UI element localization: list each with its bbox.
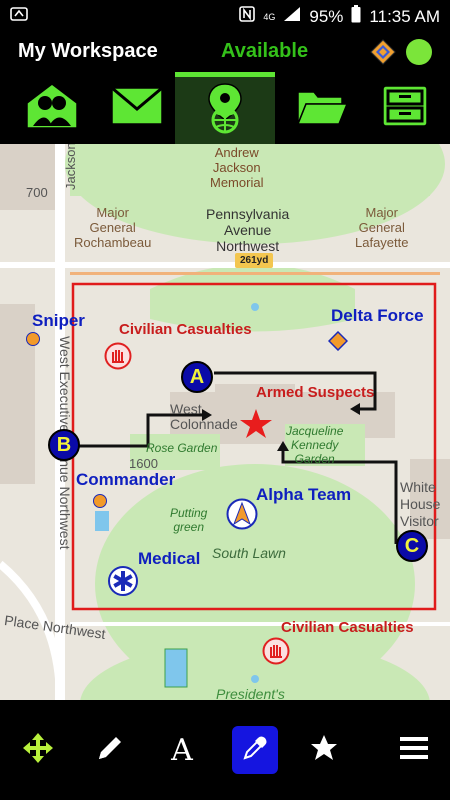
battery-percent: 95% (309, 6, 344, 26)
nfc-icon (239, 6, 256, 27)
notification-icon (10, 6, 28, 26)
eyedropper-icon (241, 734, 269, 767)
pennsylvania-avenue-label: Pennsylvania Avenue Northwest (206, 206, 290, 255)
address-1600-label: 1600 (129, 456, 158, 471)
clock: 11:35 AM (369, 6, 440, 26)
lafayette-label: Major General Lafayette (355, 205, 409, 250)
civilian-casualties-label-2[interactable]: Civilian Casualties (281, 619, 414, 636)
south-lawn-label: South Lawn (212, 545, 286, 561)
signal-icon (283, 6, 301, 27)
main-tab-bar (0, 72, 450, 144)
tab-cabinet[interactable] (372, 72, 438, 144)
eyedropper-tool-button[interactable] (232, 726, 278, 774)
pencil-tool-button[interactable] (88, 728, 132, 772)
menu-icon (399, 735, 429, 766)
presence-dot-icon[interactable] (406, 39, 432, 65)
waypoint-c-marker[interactable]: C (396, 530, 428, 562)
address-700-label: 700 (26, 185, 48, 200)
distance-scale: 261yd (235, 253, 274, 268)
text-tool-icon: A (171, 732, 193, 768)
commander-label[interactable]: Commander (76, 470, 176, 489)
map-location-icon (203, 82, 247, 139)
map-view[interactable]: Jackson Andrew Jackson Memorial Major Ge… (0, 144, 450, 700)
jackson-street-label: Jackson (63, 144, 78, 190)
commander-marker-icon[interactable] (93, 494, 107, 508)
tab-map[interactable] (175, 72, 275, 144)
contacts-icon (23, 81, 81, 136)
star-icon (309, 733, 339, 768)
app-header: My Workspace Available (0, 32, 450, 72)
putting-green-label: Putting green (170, 506, 208, 534)
move-tool-button[interactable] (16, 728, 60, 772)
armed-suspects-label[interactable]: Armed Suspects (256, 384, 375, 401)
waypoint-b-letter: B (56, 433, 72, 456)
menu-button[interactable] (392, 728, 436, 772)
medical-label[interactable]: Medical (138, 549, 201, 568)
star-tool-button[interactable] (302, 728, 346, 772)
cabinet-icon (381, 84, 429, 133)
andrew-jackson-memorial-label: Andrew Jackson Memorial (210, 145, 264, 190)
presidents-park-label: President's (216, 686, 285, 700)
rochambeau-label: Major General Rochambeau (74, 205, 152, 250)
network-badge: 4G (263, 11, 276, 22)
status-right: 4G 95% 11:35 AM (239, 5, 440, 28)
tab-contacts[interactable] (12, 72, 92, 144)
bottom-toolbar: A (0, 700, 450, 800)
rose-garden-label: Rose Garden (146, 441, 218, 455)
jacqueline-kennedy-garden-label: Jacqueline Kennedy Garden (286, 424, 344, 466)
delta-force-label[interactable]: Delta Force (331, 306, 424, 325)
battery-icon (351, 5, 361, 28)
waypoint-a-marker[interactable]: A (181, 361, 213, 393)
mail-icon (111, 86, 163, 130)
civilian-casualties-label-1[interactable]: Civilian Casualties (119, 321, 252, 338)
move-arrows-icon (20, 730, 56, 771)
alpha-team-label[interactable]: Alpha Team (256, 485, 352, 504)
text-tool-button[interactable]: A (160, 728, 204, 772)
waypoint-a-letter: A (189, 365, 205, 388)
workspace-title: My Workspace (18, 40, 158, 62)
pencil-icon (95, 733, 125, 768)
status-left (10, 6, 28, 26)
map-base-svg (0, 144, 450, 700)
tab-folder[interactable] (285, 72, 359, 144)
tab-mail[interactable] (100, 72, 174, 144)
status-bar: 4G 95% 11:35 AM (0, 0, 450, 32)
presence-status[interactable]: Available (221, 40, 309, 62)
sniper-marker-icon[interactable] (26, 332, 40, 346)
white-house-visitor-label: White House Visitor (400, 479, 441, 529)
diamond-status-icon[interactable] (370, 39, 396, 65)
waypoint-b-marker[interactable]: B (48, 429, 80, 461)
sniper-label[interactable]: Sniper (32, 311, 85, 330)
west-colonnade-label: West Colonnade (170, 401, 238, 433)
waypoint-c-letter: C (404, 534, 420, 557)
folder-icon (296, 86, 349, 131)
